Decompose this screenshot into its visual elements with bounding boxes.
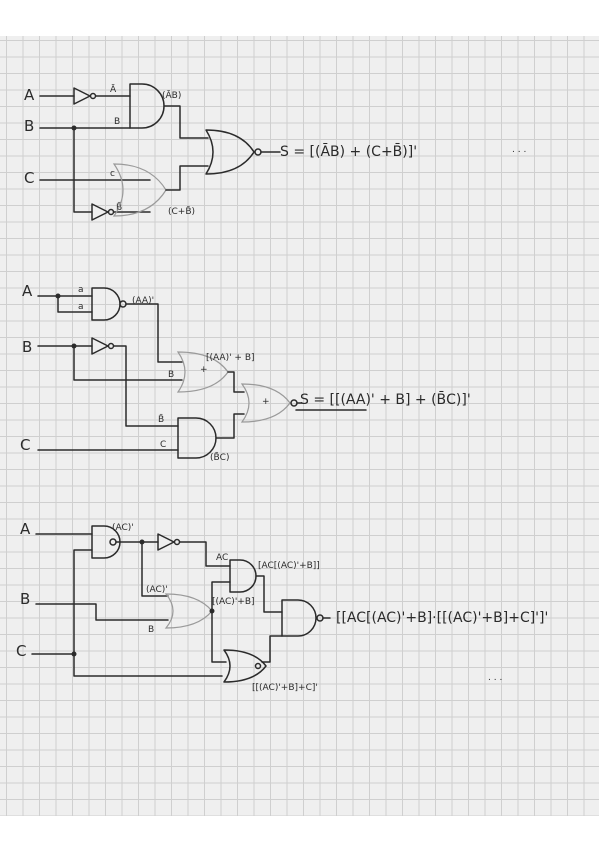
margin-dots-1: . . . (512, 145, 526, 155)
nand-gate-3 (91, 525, 121, 559)
output-expression-1: S = [(ĀB) + (C+B̄)]' (280, 142, 417, 160)
and-gate-3 (229, 559, 257, 593)
input-c-label-2: C (20, 436, 30, 454)
not-gate-b (91, 203, 109, 221)
and-output-label: (ĀB) (162, 90, 181, 101)
abar-input-label: Ā (110, 84, 117, 95)
or-plus-sign: + (200, 365, 208, 375)
margin-dots-3: . . . (488, 673, 502, 683)
bbar-label-2: B̄ (158, 413, 164, 425)
nor-output-label-3: [[(AC)'+B]+C]' (252, 683, 318, 693)
input-b-label-3: B (20, 590, 30, 608)
and-gate-2 (177, 417, 217, 459)
output-expression-2: S = [[(AA)' + B] + (B̄C)]' (300, 390, 471, 408)
circuit-1: A B C Ā B (ĀB) c B̄ (C+B̄) S = [ (24, 83, 526, 221)
and-in-ac-label: AC (216, 553, 228, 563)
nand-in2-label: a (78, 302, 84, 312)
or-gate-2 (176, 351, 229, 393)
input-a-label: A (24, 86, 35, 104)
nand-output-label: (AA)' (132, 296, 154, 306)
not-gate-3 (157, 533, 175, 551)
input-a-label-2: A (22, 282, 33, 300)
nor-gate-2 (240, 383, 291, 423)
input-a-label-3: A (20, 520, 31, 538)
output-expression-3: [[AC[(AC)'+B]·[[(AC)'+B]+C]']' (336, 610, 548, 626)
circuit-2: A B C a a (AA)' B̄ B + [(AA)' + B] C (20, 282, 471, 463)
nand-output-label-3: (AC)' (112, 523, 134, 533)
or-output-label-2: [(AA)' + B] (206, 353, 255, 363)
nor-plus-sign: + (262, 397, 270, 407)
nand-gate-2 (91, 287, 121, 321)
or-in-b-label-3: B (148, 625, 154, 635)
c-input-label: c (110, 169, 115, 179)
grid-paper (0, 36, 599, 816)
or-in-acprime-label: (AC)' (146, 585, 168, 595)
or-output-label: (C+B̄) (168, 205, 195, 217)
c-input-label-2: C (160, 440, 166, 450)
and-output-label-2: (B̄C) (210, 451, 229, 463)
circuit-3: A B C (AC)' (AC)' AC B [(AC)'+B] (16, 520, 548, 693)
or-gate-3 (164, 593, 213, 629)
not-gate-a (73, 87, 91, 105)
input-c-label: C (24, 169, 34, 187)
input-c-label-3: C (16, 642, 26, 660)
not-gate-b-2 (91, 337, 109, 355)
or-in-b-label: B (168, 370, 174, 380)
b-input-label: B (114, 117, 120, 127)
nor-gate-1 (205, 129, 255, 175)
or-gate-1 (112, 163, 167, 217)
nand-in1-label: a (78, 285, 84, 295)
or-output-label-3: [(AC)'+B] (212, 597, 255, 607)
and-output-label-3: [AC[(AC)'+B]] (258, 561, 320, 571)
and-gate-1 (129, 83, 165, 129)
nor-gate-3 (223, 649, 267, 683)
input-b-label: B (24, 117, 34, 135)
nand-gate-final (281, 599, 317, 637)
input-b-label-2: B (22, 338, 32, 356)
